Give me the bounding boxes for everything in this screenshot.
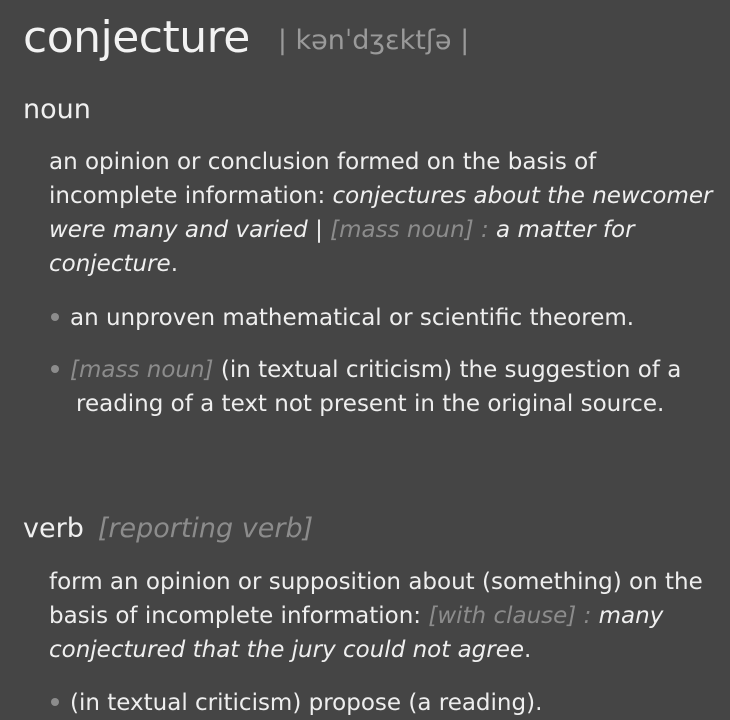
part-of-speech-noun: noun xyxy=(23,94,91,125)
noun-definition-text: an opinion or conclusion formed on the b… xyxy=(49,149,597,209)
noun-definition: an opinion or conclusion formed on the b… xyxy=(49,145,719,281)
pronunciation: | kənˈdʒɛktʃə | xyxy=(277,25,470,56)
noun-sense-1-text: an unproven mathematical or scientific t… xyxy=(70,305,635,331)
verb-heading: verb [reporting verb] xyxy=(23,513,313,544)
bullet-icon xyxy=(51,313,59,321)
mass-noun-label: [mass noun] : xyxy=(330,217,489,243)
part-of-speech-verb: verb xyxy=(23,513,84,544)
noun-sense-2-text: (in textual criticism) the suggestion of… xyxy=(76,357,682,417)
mass-noun-label: [mass noun] xyxy=(70,357,214,383)
definition-end: . xyxy=(170,251,178,277)
verb-sense-1-text: (in textual criticism) propose (a readin… xyxy=(70,690,543,716)
example-separator: | xyxy=(307,217,331,243)
with-clause-label: [with clause] : xyxy=(428,603,592,629)
bullet-icon xyxy=(51,365,59,373)
bullet-icon xyxy=(51,698,59,706)
noun-example-2: a matter for conjecture xyxy=(49,217,635,277)
noun-sense-2: [mass noun] (in textual criticism) the s… xyxy=(49,353,730,421)
definition-end: . xyxy=(524,637,532,663)
verb-definition-text: form an opinion or supposition about (so… xyxy=(49,569,703,629)
verb-example: many conjectured that the jury could not… xyxy=(49,603,664,663)
noun-heading: noun xyxy=(23,94,91,125)
reporting-verb-label: [reporting verb] xyxy=(97,513,314,544)
verb-sense-1: (in textual criticism) propose (a readin… xyxy=(49,686,730,720)
entry-header: conjecture | kənˈdʒɛktʃə | xyxy=(23,12,469,63)
verb-definition: form an opinion or supposition about (so… xyxy=(49,565,719,667)
noun-example-1: conjectures about the newcomer were many… xyxy=(49,183,713,243)
headword: conjecture xyxy=(23,12,250,63)
noun-sense-1: an unproven mathematical or scientific t… xyxy=(49,301,730,335)
